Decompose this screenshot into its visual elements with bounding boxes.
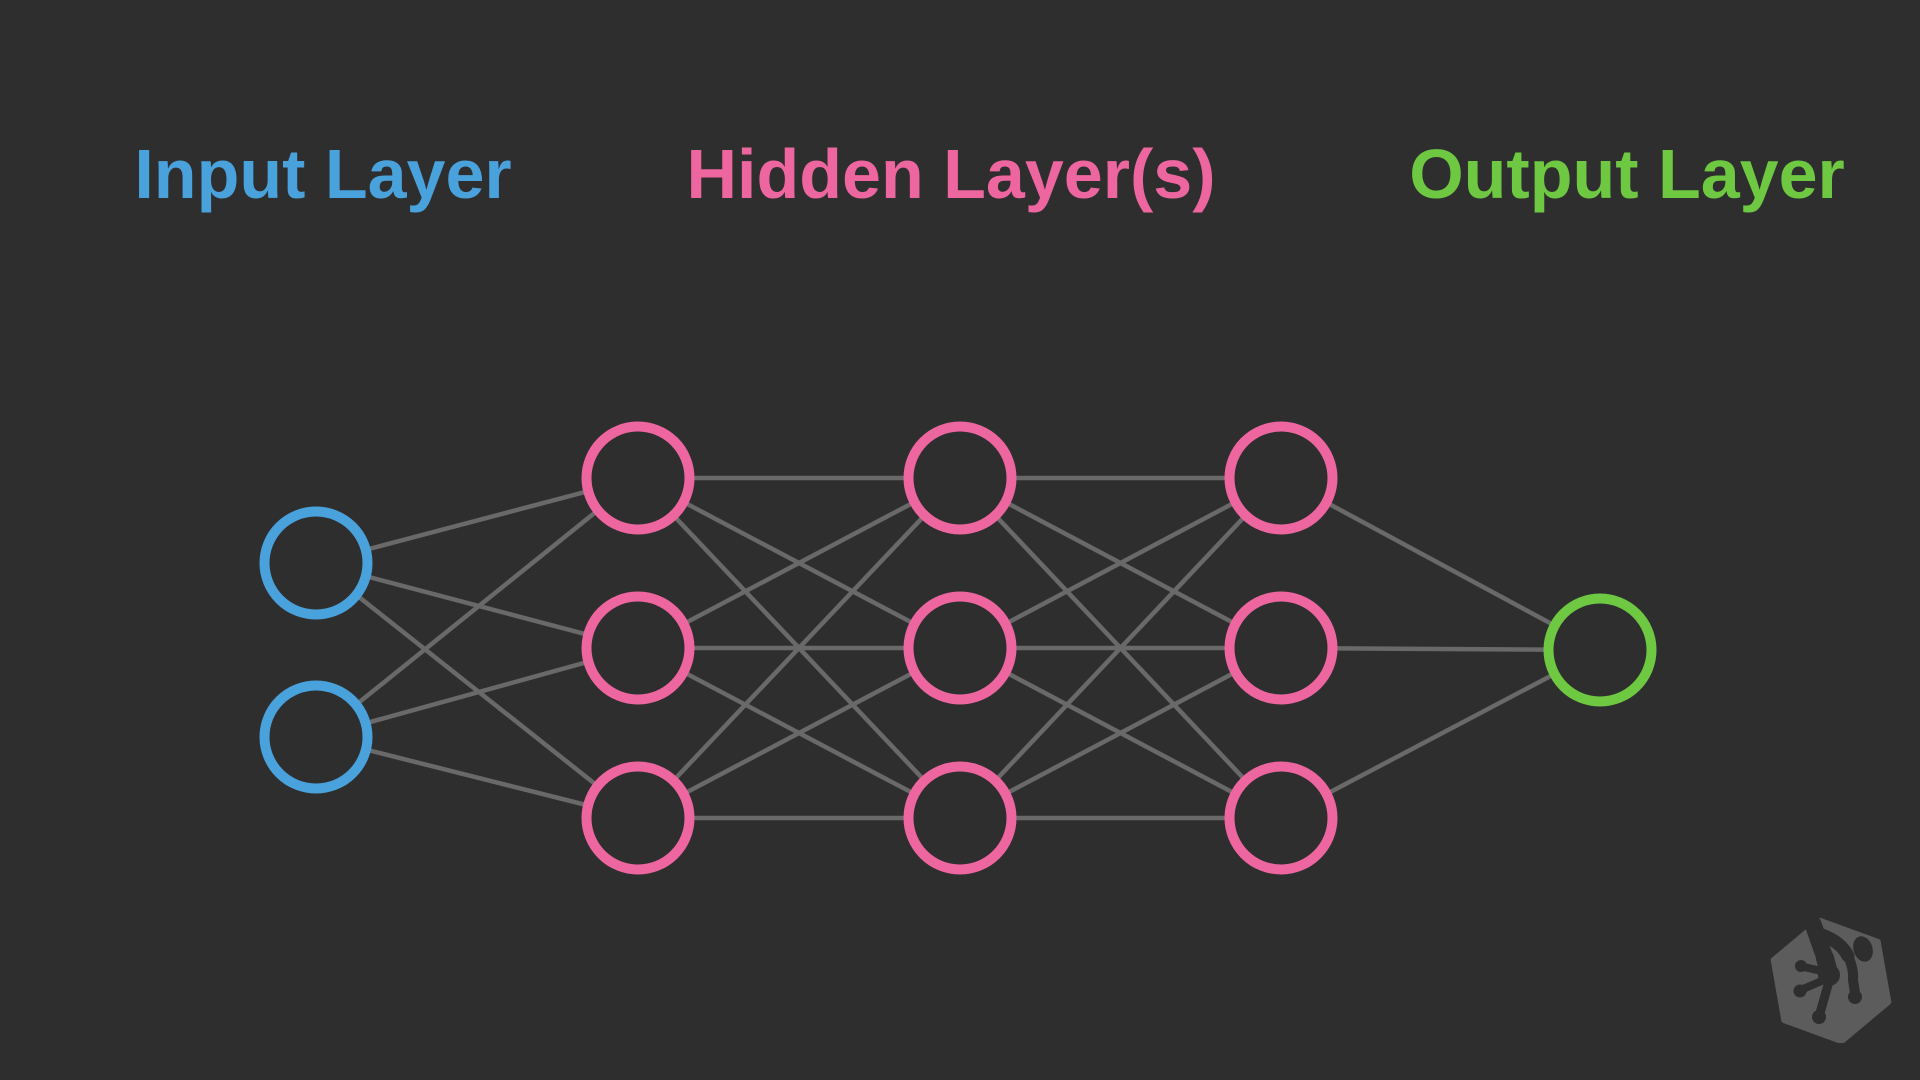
hidden-3-node-3 xyxy=(1224,761,1338,875)
hidden-1-node-3 xyxy=(581,761,695,875)
edge-hidden-3-1-to-output-1 xyxy=(1279,476,1602,652)
hidden-2-node-1 xyxy=(903,421,1017,535)
hidden-3-node-2 xyxy=(1224,591,1338,705)
input-node-1 xyxy=(259,506,373,620)
edge-hidden-1-3-to-hidden-2-1 xyxy=(636,476,962,820)
hidden-layers-label: Hidden Layer(s) xyxy=(686,135,1216,213)
edge-hidden-3-3-to-output-1 xyxy=(1279,648,1602,820)
input-layer-label: Input Layer xyxy=(134,135,512,213)
hidden-2-node-3 xyxy=(903,761,1017,875)
output-node-1 xyxy=(1543,593,1657,707)
edge-hidden-1-2-to-hidden-2-1 xyxy=(636,476,962,650)
hidden-1-node-2 xyxy=(581,591,695,705)
hidden-2-node-2 xyxy=(903,591,1017,705)
edge-hidden-2-3-to-hidden-3-1 xyxy=(958,476,1283,820)
frog-footprint-hexagon-logo xyxy=(1770,917,1892,1043)
hidden-3-node-1 xyxy=(1224,421,1338,535)
frog-footprint-pads xyxy=(1793,936,1873,1024)
edge-hidden-2-3-to-hidden-3-2 xyxy=(958,646,1283,820)
edge-hidden-1-3-to-hidden-2-2 xyxy=(636,646,962,820)
edge-hidden-2-2-to-hidden-3-1 xyxy=(958,476,1283,650)
hidden-1-node-1 xyxy=(581,421,695,535)
output-layer-label: Output Layer xyxy=(1409,135,1845,213)
input-node-2 xyxy=(259,680,373,794)
edge-input-2-to-hidden-1-1 xyxy=(314,476,640,739)
